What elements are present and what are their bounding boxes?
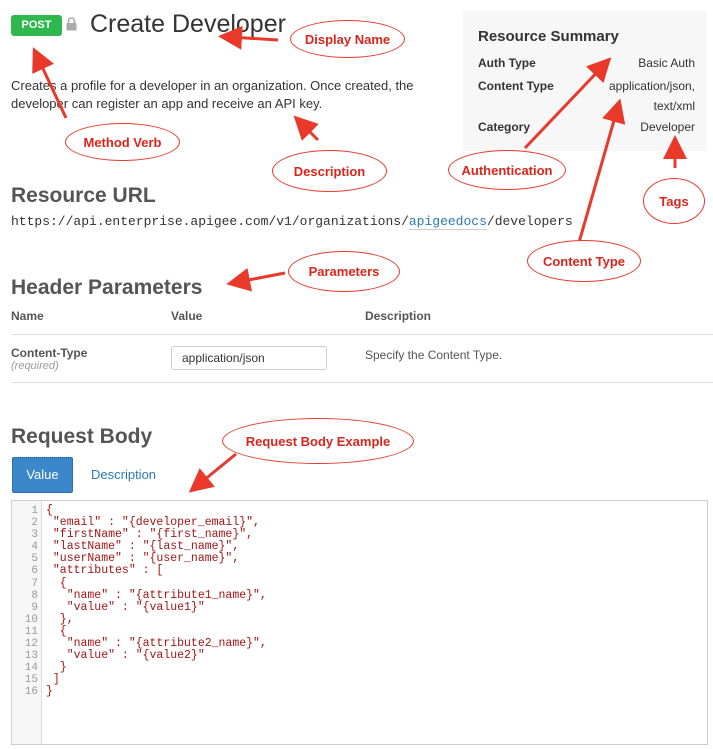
method-badge: POST	[11, 15, 62, 36]
url-prefix: https://api.enterprise.apigee.com/v1/org…	[11, 214, 409, 229]
column-header-name: Name	[11, 309, 44, 323]
code-content[interactable]: { "email" : "{developer_email}", "firstN…	[46, 504, 267, 699]
summary-value: Basic Auth	[638, 56, 695, 70]
summary-value: application/json, text/xml	[608, 79, 695, 113]
param-required-label: (required)	[11, 360, 59, 372]
tab-value[interactable]: Value	[12, 457, 73, 493]
code-line: "value" : "{value2}"	[46, 649, 205, 663]
code-line: }	[46, 685, 53, 699]
summary-row-category: Category Developer	[478, 120, 695, 140]
summary-title: Resource Summary	[478, 28, 619, 45]
code-line: "name" : "{attribute2_name}",	[46, 637, 267, 651]
summary-label: Category	[478, 120, 531, 134]
code-line: {	[46, 624, 67, 638]
url-suffix: /developers	[486, 214, 573, 229]
annotation-authentication: Authentication	[448, 150, 566, 190]
divider	[11, 334, 713, 335]
line-numbers: 1 2 3 4 5 6 7 8 9 10 11 12 13 14 15 16	[24, 505, 38, 699]
code-line: ]	[46, 673, 60, 687]
org-param-link[interactable]: apigeedocs	[408, 214, 487, 230]
resource-url: https://api.enterprise.apigee.com/v1/org…	[11, 214, 573, 230]
resource-url-title: Resource URL	[11, 184, 156, 207]
content-type-input[interactable]	[171, 346, 327, 370]
code-line: "value" : "{value1}"	[46, 600, 205, 614]
param-name: Content-Type	[11, 346, 88, 360]
annotation-content-type: Content Type	[527, 240, 641, 282]
summary-label: Auth Type	[478, 56, 536, 70]
code-line: "name" : "{attribute1_name}",	[46, 588, 267, 602]
annotation-tags: Tags	[643, 178, 705, 224]
code-line: "userName" : "{user_name}",	[46, 552, 240, 566]
param-description: Specify the Content Type.	[365, 348, 503, 362]
summary-row-content-type: Content Type application/json, text/xml	[478, 79, 695, 119]
code-line: "email" : "{developer_email}",	[46, 516, 260, 530]
resource-description: Creates a profile for a developer in an …	[11, 78, 414, 111]
annotation-description: Description	[272, 150, 387, 192]
code-line: "attributes" : [	[46, 564, 164, 578]
code-line: "firstName" : "{first_name}",	[46, 528, 254, 542]
code-line: {	[46, 576, 67, 590]
code-line: "lastName" : "{last_name}",	[46, 540, 240, 554]
display-name: Create Developer	[90, 10, 286, 38]
summary-label: Content Type	[478, 79, 554, 93]
request-body-title: Request Body	[11, 425, 153, 448]
annotation-method-verb: Method Verb	[65, 123, 180, 161]
divider	[11, 382, 713, 383]
code-line: {	[46, 504, 53, 517]
tab-description[interactable]: Description	[91, 467, 157, 482]
request-body-editor[interactable]: 1 2 3 4 5 6 7 8 9 10 11 12 13 14 15 16 {…	[11, 500, 708, 745]
summary-value: Developer	[640, 120, 695, 134]
summary-row-auth-type: Auth Type Basic Auth	[478, 56, 695, 76]
line-number-gutter: 1 2 3 4 5 6 7 8 9 10 11 12 13 14 15 16	[12, 501, 42, 744]
lock-icon	[66, 17, 77, 31]
resource-summary: Resource Summary Auth Type Basic Auth Co…	[463, 11, 707, 151]
annotation-parameters: Parameters	[288, 251, 400, 292]
annotation-display-name: Display Name	[290, 20, 405, 58]
column-header-value: Value	[171, 309, 203, 323]
header-parameters-title: Header Parameters	[11, 276, 203, 299]
column-header-description: Description	[365, 309, 432, 323]
code-line: }	[46, 661, 67, 675]
code-line: },	[46, 612, 74, 626]
annotation-request-body-example: Request Body Example	[222, 418, 414, 464]
